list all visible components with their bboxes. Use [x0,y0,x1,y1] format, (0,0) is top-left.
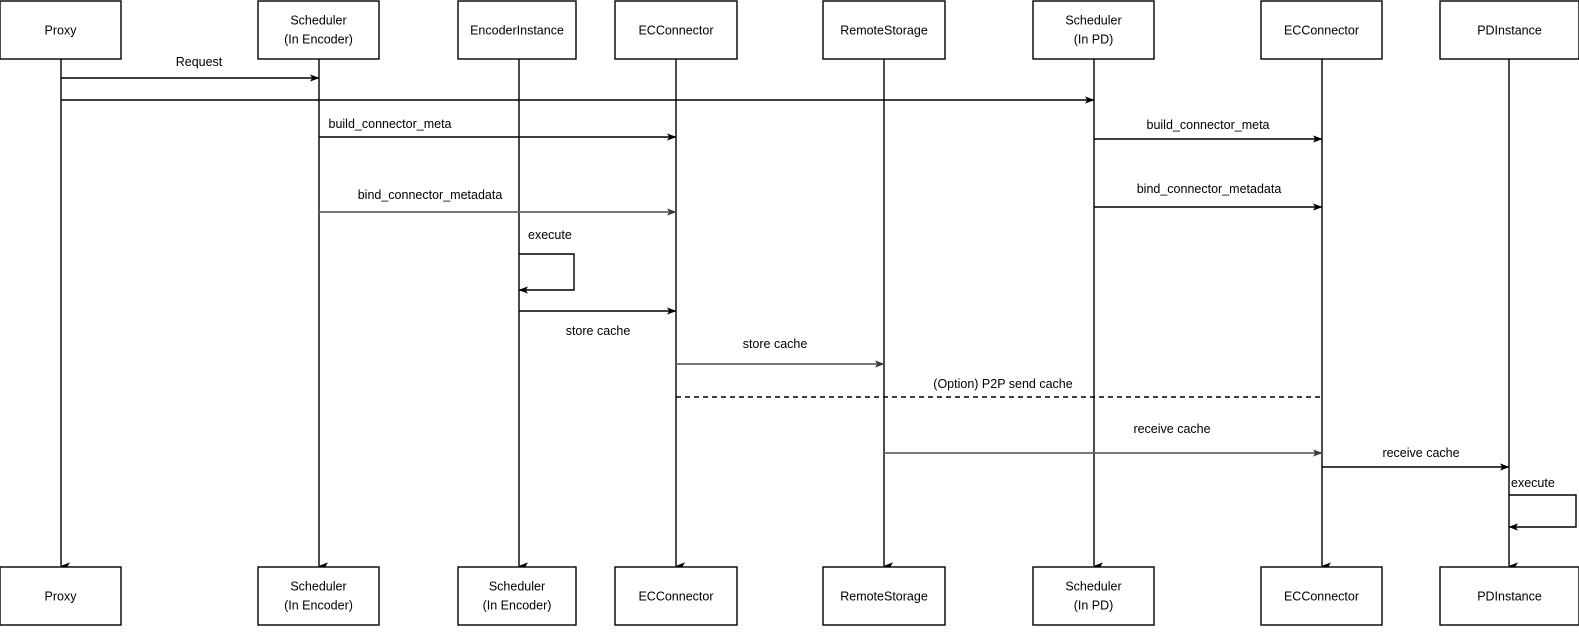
participant-box [1439,566,1579,626]
participant-label-line1: RemoteStorage [840,589,928,603]
messages-layer: Request build_connector_meta build_connect… [61,55,1510,471]
participant-label-line1: PDInstance [1477,23,1542,37]
top-participant-sched_pd[interactable]: Scheduler (In PD) [1032,0,1155,60]
message-m1[interactable]: Request [61,55,320,82]
message-label: bind_connector_metadata [358,188,503,202]
top-participant-remotestorage[interactable]: RemoteStorage [822,0,946,60]
bottom-participant-sched_enc_b2[interactable]: Scheduler (In Encoder) [457,566,577,626]
participant-box [457,566,577,626]
message-label: (Option) P2P send cache [933,377,1072,391]
bottom-participant-sched_enc_b[interactable]: Scheduler (In Encoder) [257,566,380,626]
participant-box [1032,0,1155,60]
message-label: store cache [566,324,631,338]
message-m9[interactable]: (Option) P2P send cache [676,377,1322,398]
participant-label-line1: Proxy [45,589,78,603]
participant-label-line1: RemoteStorage [840,23,928,37]
participant-label-line2: (In Encoder) [483,598,552,612]
participant-box [822,0,946,60]
top-participant-ecconnector_b[interactable]: ECConnector [1260,0,1383,60]
lifelines-layer [60,59,1518,570]
participant-box [614,566,738,626]
participant-label-line1: Scheduler [1065,579,1121,593]
message-label: store cache [743,337,808,351]
participant-label-line1: Scheduler [1065,13,1121,27]
bottom-participant-remotestorage_b[interactable]: RemoteStorage [822,566,946,626]
participant-label-line1: Scheduler [290,579,346,593]
participant-box [822,566,946,626]
self-message-label: execute [1511,476,1555,490]
participant-box [1260,566,1383,626]
top-participant-encoder_inst[interactable]: EncoderInstance [457,0,577,60]
bottom-participant-boxes: Proxy Scheduler (In Encoder) Scheduler (In E… [0,566,1579,626]
participant-box [257,566,380,626]
participant-label-line1: Scheduler [489,579,545,593]
participant-label-line1: ECConnector [1284,23,1359,37]
message-m8[interactable]: store cache [676,337,885,368]
message-m10[interactable]: receive cache [884,422,1323,457]
participant-label-line1: ECConnector [1284,589,1359,603]
top-participant-sched_enc[interactable]: Scheduler (In Encoder) [257,0,380,60]
bottom-participant-ecconnector_b_b[interactable]: ECConnector [1260,566,1383,626]
message-label: build_connector_meta [329,117,452,131]
message-label: receive cache [1382,446,1459,460]
participant-label-line1: ECConnector [638,589,713,603]
message-label: receive cache [1133,422,1210,436]
self-message-label: execute [528,228,572,242]
message-m3[interactable]: build_connector_meta [319,117,677,141]
message-m11[interactable]: receive cache [1322,446,1510,471]
bottom-participant-ecconnector_a_b[interactable]: ECConnector [614,566,738,626]
top-participant-proxy[interactable]: Proxy [0,0,122,60]
top-participant-boxes: Proxy Scheduler (In Encoder) EncoderInstanc… [0,0,1579,60]
self-messages-layer: execute execute [518,228,1577,531]
participant-box [257,0,380,60]
self-message-s1[interactable]: execute [518,228,575,294]
self-message-s2[interactable]: execute [1508,476,1577,531]
message-m4[interactable]: build_connector_meta [1094,118,1323,143]
participant-label-line2: (In Encoder) [284,32,353,46]
message-label: Request [176,55,223,69]
message-m7[interactable]: store cache [519,307,677,338]
participant-label-line1: ECConnector [638,23,713,37]
participant-label-line1: PDInstance [1477,589,1542,603]
participant-label-line2: (In PD) [1074,598,1114,612]
message-m5[interactable]: bind_connector_metadata [319,188,677,216]
participant-label-line1: Scheduler [290,13,346,27]
participant-box [457,0,577,60]
bottom-participant-proxy_b[interactable]: Proxy [0,566,122,626]
message-label: bind_connector_metadata [1137,182,1282,196]
top-participant-ecconnector_a[interactable]: ECConnector [614,0,738,60]
participant-label-line1: Proxy [45,23,78,37]
participant-box [0,566,122,626]
self-message-arrow [1508,494,1577,531]
participant-box [1439,0,1579,60]
message-label: build_connector_meta [1147,118,1270,132]
bottom-participant-pdinstance_b[interactable]: PDInstance [1439,566,1579,626]
participant-label-line1: EncoderInstance [470,23,564,37]
participant-box [614,0,738,60]
message-m6[interactable]: bind_connector_metadata [1094,182,1323,211]
self-message-arrow [518,253,575,294]
top-participant-pdinstance[interactable]: PDInstance [1439,0,1579,60]
participant-box [1032,566,1155,626]
participant-box [0,0,122,60]
participant-box [1260,0,1383,60]
participant-label-line2: (In PD) [1074,32,1114,46]
bottom-participant-sched_pd_b[interactable]: Scheduler (In PD) [1032,566,1155,626]
participant-label-line2: (In Encoder) [284,598,353,612]
